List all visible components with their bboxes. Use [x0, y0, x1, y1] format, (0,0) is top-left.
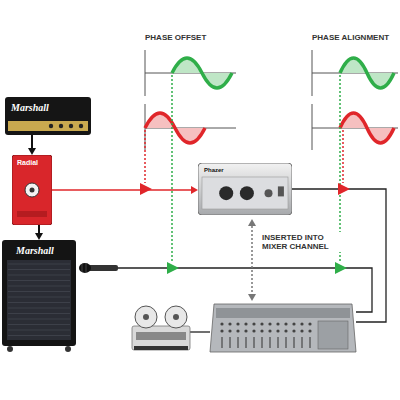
- brand-label: Marshall: [11, 102, 49, 113]
- di-box: Radial: [12, 155, 52, 225]
- phase-alignment-graphs: [312, 50, 398, 150]
- insert-arrow: [251, 226, 253, 294]
- insert-note: INSERTED INTO MIXER CHANNEL: [260, 232, 348, 252]
- amp-head: Marshall: [5, 97, 91, 135]
- green-triangle: [167, 262, 179, 274]
- phazer-box: Phazer: [198, 163, 292, 215]
- tape-machine: [132, 306, 190, 350]
- mixer: [210, 304, 356, 352]
- section-title: PHASE ALIGNMENT: [312, 33, 389, 42]
- signal-wire: [190, 331, 210, 332]
- signal-connector: [52, 186, 198, 194]
- red-triangle: [338, 183, 350, 195]
- signal-connector: [28, 135, 36, 155]
- brand-label: Phazer: [204, 167, 224, 174]
- connector-line: [38, 225, 40, 234]
- brand-label: Radial: [17, 159, 38, 167]
- insert-arrowhead: [248, 294, 256, 301]
- arrowhead: [28, 148, 36, 155]
- guide-line: [171, 75, 173, 262]
- microphone: [79, 263, 118, 273]
- green-wave: [172, 58, 232, 88]
- red-wave: [145, 113, 205, 143]
- guide-line: [342, 130, 344, 183]
- guide-line: [144, 130, 146, 183]
- green-wave: [340, 58, 394, 88]
- connector-line: [52, 189, 192, 191]
- arrowhead: [35, 233, 43, 240]
- connector-line: [31, 135, 33, 149]
- speaker-cabinet-shape: [2, 240, 76, 352]
- speaker-cabinet: Marshall: [2, 240, 76, 352]
- red-triangle: [140, 183, 152, 195]
- red-wave: [340, 113, 394, 143]
- arrowhead: [191, 186, 198, 194]
- signal-connector: [35, 225, 43, 240]
- green-triangle: [335, 262, 347, 274]
- section-title: PHASE OFFSET: [145, 33, 206, 42]
- phase-offset-graphs: [145, 50, 236, 150]
- brand-label: Marshall: [16, 245, 54, 256]
- insert-arrowhead: [248, 219, 256, 226]
